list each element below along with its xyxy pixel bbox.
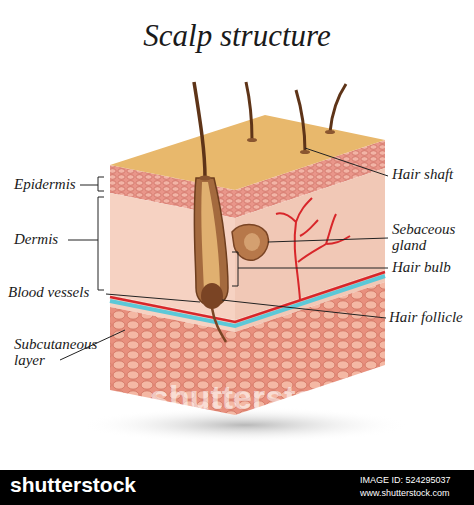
hair-shaft <box>246 82 252 140</box>
hair-pore <box>325 130 335 134</box>
dermis-bracket <box>68 197 104 290</box>
part-label: Subcutaneous layer <box>14 337 106 369</box>
footer-logo: shutterstock <box>10 474 170 496</box>
hair-pore <box>199 176 211 181</box>
part-label: Dermis <box>14 232 94 248</box>
leader-line <box>106 294 200 302</box>
leader-line <box>305 148 388 176</box>
red-vessel <box>110 272 385 322</box>
image-id: IMAGE ID: 524295037 <box>360 476 474 485</box>
diagram-title: Scalp structure <box>0 20 474 53</box>
hair-shaft <box>296 90 305 152</box>
footer-url: www.shutterstock.com <box>360 489 474 498</box>
sebaceous-gland <box>232 225 268 261</box>
blood-vessel <box>276 198 350 300</box>
watermark: shutterstock <box>150 380 370 416</box>
part-label: Hair shaft <box>392 167 474 183</box>
hair-bulb <box>201 283 223 309</box>
part-label: Blood vessels <box>8 285 108 301</box>
part-label: Hair follicle <box>389 310 474 326</box>
part-label: Epidermis <box>14 177 94 193</box>
hair-shaft <box>330 84 346 132</box>
leader-line <box>222 300 386 318</box>
hair-shaft <box>194 82 205 178</box>
hair-bulb-bracket <box>232 252 388 286</box>
epidermis-bracket <box>80 177 104 191</box>
hair-pore <box>247 138 257 142</box>
gland-lobe <box>244 233 260 251</box>
hair-pore <box>300 150 310 154</box>
scalp-surface <box>110 115 385 190</box>
part-label: Hair bulb <box>392 260 474 276</box>
leader-line <box>268 238 388 242</box>
part-label: Sebaceous gland <box>392 222 472 254</box>
papilla-root <box>212 308 226 342</box>
footer-bar <box>0 470 474 505</box>
